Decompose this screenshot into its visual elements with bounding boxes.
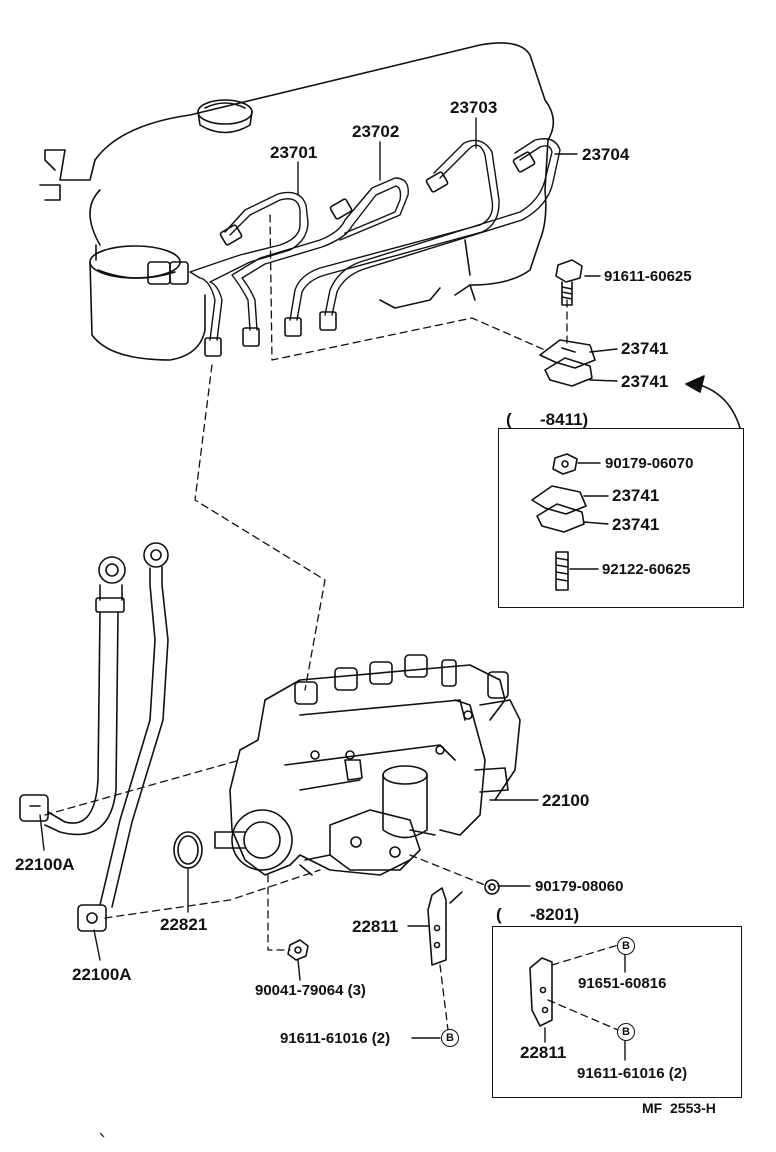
- part-label-22811-a: 22811: [352, 917, 399, 936]
- drawing-number: MF 2553-H: [642, 1100, 716, 1116]
- bolt-91611-60625-icon: [555, 259, 583, 306]
- part-label-91611-60625: 91611-60625: [604, 268, 692, 285]
- part-label-90179-08060: 90179-08060: [535, 878, 624, 895]
- badge-b-3: B: [441, 1029, 459, 1047]
- nut-90179-06070-icon: [552, 453, 578, 475]
- nut-90041-79064-icon: [287, 939, 309, 961]
- part-label-23701: 23701: [270, 143, 318, 162]
- clamp-23741-icon: [539, 339, 596, 387]
- injection-pump-22100: [214, 654, 521, 876]
- part-label-23704: 23704: [582, 145, 630, 164]
- clamp-box1-icon: [531, 485, 587, 533]
- pipe-22100A-right: [77, 542, 169, 932]
- part-label-22100A-b: 22100A: [72, 965, 132, 984]
- nut-90179-08060-icon: [484, 879, 500, 895]
- injection-pipes: [189, 138, 561, 341]
- part-label-91651-60816: 91651-60816: [578, 975, 667, 992]
- part-label-92122-60625: 92122-60625: [602, 561, 691, 578]
- part-label-23741-c: 23741: [612, 486, 660, 505]
- part-label-23702: 23702: [352, 122, 400, 141]
- box1-range-label: ( -8411): [506, 410, 589, 429]
- badge-b-2: B: [617, 1023, 635, 1041]
- arrow-to-clamp: [699, 384, 741, 429]
- kit-box-8411: [498, 428, 744, 608]
- kit-box-8201: [492, 926, 742, 1098]
- bracket-22811-box-icon: [529, 957, 553, 1027]
- part-label-90179-06070: 90179-06070: [605, 455, 694, 472]
- o-ring-inner-icon: [177, 835, 199, 865]
- part-label-23741-a: 23741: [621, 339, 669, 358]
- pipe-22100A-left: [19, 556, 126, 836]
- part-label-22811-b: 22811: [520, 1043, 567, 1062]
- part-label-23703: 23703: [450, 98, 498, 117]
- assembly-lines-bottom: [44, 759, 619, 1031]
- assembly-lines-top: [194, 214, 568, 691]
- leader-lines: [39, 117, 626, 1061]
- part-label-22100A-a: 22100A: [15, 855, 75, 874]
- bracket-22811-icon: [427, 887, 463, 966]
- part-label-22100: 22100: [542, 791, 590, 810]
- box2-range-label: ( -8201): [496, 905, 580, 924]
- badge-b-1: B: [617, 937, 635, 955]
- part-label-23741-d: 23741: [612, 515, 660, 534]
- pipe-fittings: [147, 151, 536, 357]
- part-label-23741-b: 23741: [621, 372, 669, 391]
- part-label-90041-79064: 90041-79064 (3): [255, 982, 366, 999]
- part-label-22821: 22821: [160, 915, 208, 934]
- stud-92122-60625-icon: [555, 551, 569, 591]
- part-label-91611-61016-box: 91611-61016 (2): [577, 1065, 688, 1082]
- scan-marks: [99, 1132, 105, 1138]
- part-label-91611-61016: 91611-61016 (2): [280, 1030, 391, 1047]
